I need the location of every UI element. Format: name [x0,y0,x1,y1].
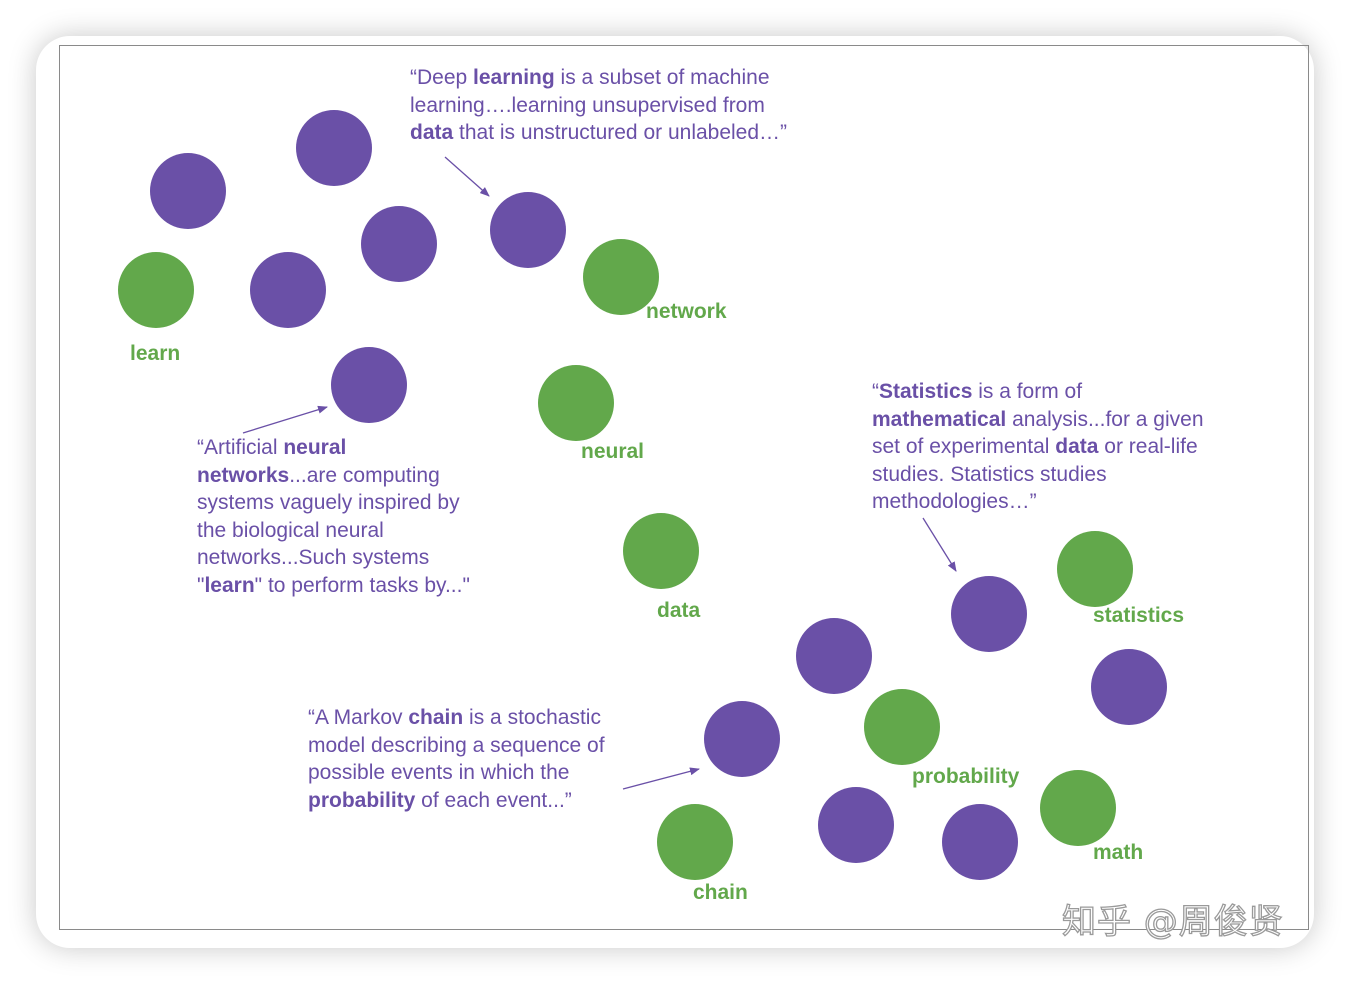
quote-line: probability of each event...” [308,787,605,815]
quote-line: set of experimental data or real-life [872,433,1204,461]
statistics-node [951,576,1027,652]
quote-text: ...are computing [289,463,440,487]
quote-keyword: data [410,121,454,144]
quote-text: the biological neural [197,518,384,542]
quote-text: that is unstructured or unlabeled…” [453,121,788,144]
concept-node [942,804,1018,880]
neural-network-node [331,347,407,423]
watermark: 知乎 @周俊贤 [1061,901,1284,942]
quote-line: methodologies…” [872,488,1204,516]
markov-chain-node [704,701,780,777]
quote-line: networks...are computing [197,462,470,490]
chain-node [657,804,733,880]
statistics-label: statistics [1093,604,1185,627]
learn-node [118,252,194,328]
learn-label: learn [130,342,181,365]
quote-text: studies. Statistics studies [872,462,1107,486]
concept-node [818,787,894,863]
probability-node [864,689,940,765]
quote-text: of each event...” [415,788,572,812]
quote-text: “Artificial [197,436,284,459]
quote-line: learning….learning unsupervised from [410,92,787,120]
quote-line: “Artificial neural [197,434,470,462]
quote-line: “Statistics is a form of [872,378,1204,406]
quote-text: " [197,573,205,597]
quote-text: methodologies…” [872,490,1037,513]
quote-text: is a stochastic [463,706,601,729]
quote-text: “ [872,380,879,403]
statistics-keyword-node [1057,531,1133,607]
quote-text: is a form of [972,380,1083,403]
quote-line: the biological neural [197,517,470,545]
data-node [623,513,699,589]
quote-text: possible events in which the [308,761,570,784]
quote-text: learning….learning unsupervised from [410,93,765,117]
quote-text: or real-life [1098,435,1198,458]
quote-keyword: networks [197,463,290,487]
data-label: data [657,599,701,622]
math-node [1040,770,1116,846]
quote-text: model describing a sequence of [308,733,605,757]
network-label: network [646,300,727,323]
neural-label: neural [581,440,645,463]
quote-line: networks...Such systems [197,544,470,572]
quote-keyword: chain [408,706,464,729]
quote-line: data that is unstructured or unlabeled…” [410,119,787,147]
quote-line: model describing a sequence of [308,732,605,760]
quote-text: “A Markov [308,706,409,729]
quote-text: systems vaguely inspired by [197,491,460,514]
quote-text: analysis...for a given [1006,407,1204,431]
quote-line: “A Markov chain is a stochastic [308,704,605,732]
concept-node [150,153,226,229]
concept-node [361,206,437,282]
quote-text: is a subset of machine [554,66,770,89]
quote-line: "learn" to perform tasks by..." [197,572,470,600]
quote-text: set of experimental [872,435,1056,458]
concept-node [1091,649,1167,725]
quote-line: mathematical analysis...for a given [872,406,1204,434]
quote-line: “Deep learning is a subset of machine [410,64,787,92]
deep-learning-node [490,192,566,268]
probability-label: probability [912,765,1020,788]
quote-line: studies. Statistics studies [872,461,1204,489]
quote-line: possible events in which the [308,759,605,787]
quote-text: " to perform tasks by..." [254,573,470,597]
quote-keyword: Statistics [879,380,973,403]
quote-keyword: learn [204,573,255,597]
chain-label: chain [693,881,748,904]
concept-node [796,618,872,694]
quote-keyword: data [1055,435,1099,458]
diagram-frame [59,45,1309,930]
quote-keyword: mathematical [872,407,1007,431]
quote-text: networks...Such systems [197,546,430,569]
math-label: math [1093,841,1144,864]
quote-keyword: neural [283,436,347,459]
neural-node [538,365,614,441]
quote-text: “Deep [410,66,474,89]
quote-keyword: learning [473,66,555,89]
network-node [583,239,659,315]
quote-keyword: probability [308,788,416,812]
concept-node [296,110,372,186]
concept-node [250,252,326,328]
quote-line: systems vaguely inspired by [197,489,470,517]
